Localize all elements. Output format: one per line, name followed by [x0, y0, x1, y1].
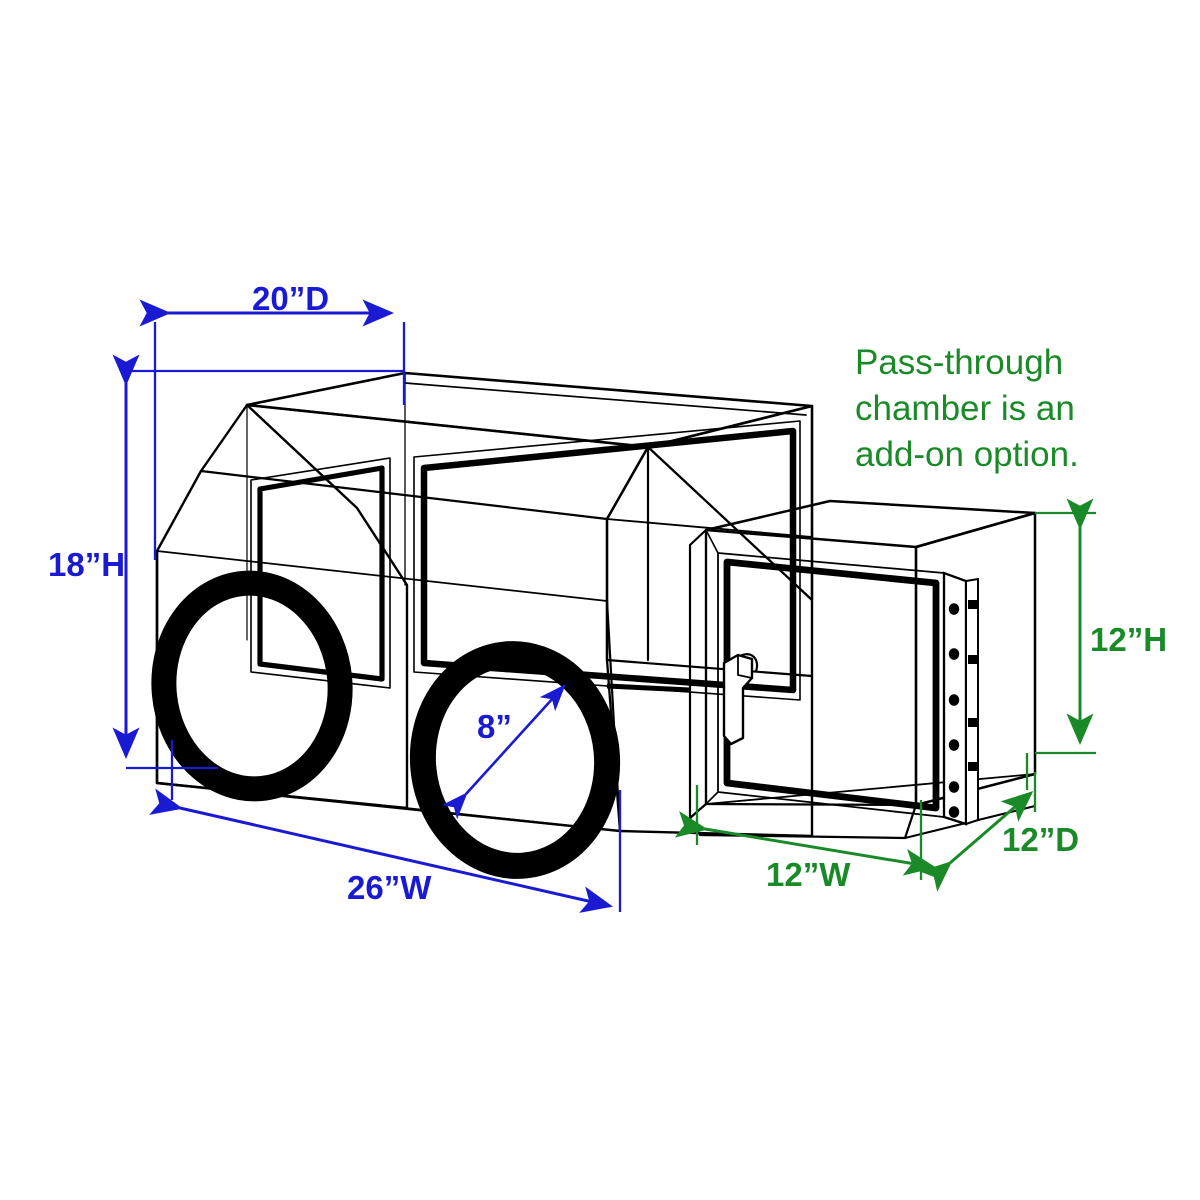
cabinet-top-band — [404, 382, 807, 416]
cabinet-slope-right-edge — [605, 445, 650, 662]
hinge-knuckle-1 — [968, 600, 978, 609]
glove-port-right — [409, 641, 621, 879]
cabinet-slope-top-edge — [245, 403, 650, 449]
cabinet-slope-mid-edge — [199, 469, 609, 521]
dim-label-width: 26”W — [347, 869, 432, 906]
pass-through-note-line-1: Pass-through — [855, 343, 1063, 382]
door-edge-links — [705, 529, 719, 805]
chamber-top-face — [704, 499, 1037, 549]
hinge-bolt-3 — [948, 694, 960, 706]
pass-through-note-line-2: chamber is an — [855, 389, 1075, 428]
green-dimension-group — [674, 498, 1096, 892]
hinge-knuckle-3 — [968, 718, 978, 727]
pass-through-connection-line — [606, 683, 691, 693]
window-outer-frame — [413, 420, 801, 701]
side-window-gasket — [257, 465, 385, 682]
dim-width-line — [149, 788, 613, 913]
dim-label-pt-depth: 12”D — [1002, 821, 1079, 858]
dim-pt-width-line — [674, 810, 936, 876]
main-glovebox-cabinet — [155, 371, 814, 838]
dim-pt-depth-line — [919, 791, 1034, 892]
dim-glove-port-line — [441, 684, 566, 820]
handle-top-facet — [737, 655, 753, 679]
hinge-knuckle-4 — [968, 762, 978, 771]
pass-through-note-line-3: add-on option. — [855, 435, 1079, 474]
door-left-edge-thickness — [688, 528, 708, 820]
side-window-outer-frame — [250, 457, 391, 689]
glove-port-right-ring — [409, 641, 621, 879]
hinge-bolt-2 — [948, 648, 960, 660]
hinge-bolt-5 — [948, 781, 960, 793]
dim-label-glove-port: 8” — [477, 708, 512, 745]
cabinet-right-mid-edge — [605, 658, 814, 678]
door-hinge-strip — [942, 571, 979, 826]
dim-label-pt-height: 12”H — [1090, 621, 1167, 658]
handle-knuckle — [739, 653, 759, 672]
hinge-bolt-6 — [948, 806, 960, 818]
glove-port-left — [151, 570, 353, 802]
dim-label-height: 18”H — [48, 546, 125, 583]
dim-label-pt-width: 12”W — [766, 856, 851, 893]
hinge-knuckle-2 — [968, 655, 978, 664]
hinge-bolt-4 — [948, 739, 960, 751]
blue-dimension-group — [112, 299, 622, 913]
hinge-knuckle-column — [965, 577, 979, 826]
hinge-bolt-1 — [948, 603, 960, 615]
hinge-knuckle-marks — [968, 600, 978, 771]
sloped-viewing-window — [413, 420, 801, 701]
dim-label-depth: 20”D — [252, 280, 329, 317]
glove-port-left-ring — [151, 570, 353, 802]
chamber-floor-rear — [705, 773, 1036, 805]
side-viewing-window — [250, 457, 391, 689]
door-latch-handle[interactable] — [722, 653, 759, 746]
window-gasket — [420, 427, 797, 694]
